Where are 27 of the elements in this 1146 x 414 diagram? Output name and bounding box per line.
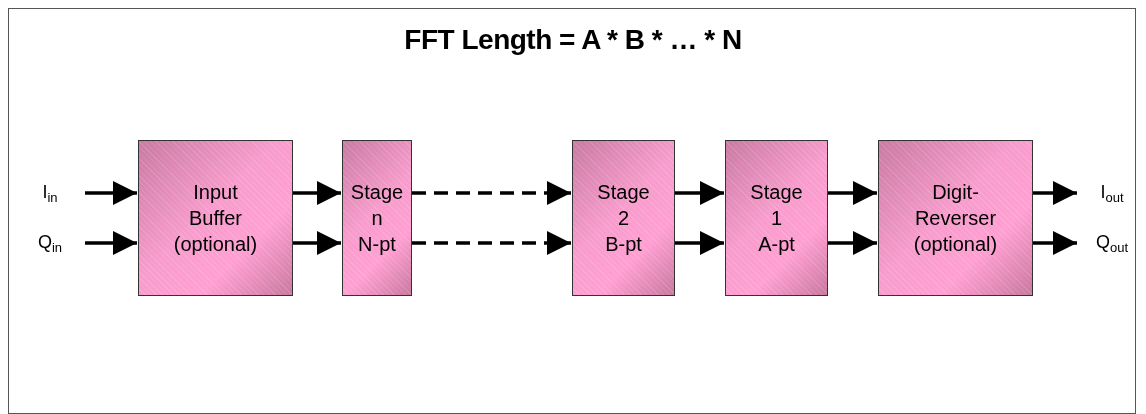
signal-label: I$_{in}$ bbox=[42, 181, 58, 205]
arrow bbox=[85, 180, 137, 206]
arrow bbox=[85, 230, 137, 256]
arrow bbox=[828, 230, 877, 256]
block-label: Stage n N-pt bbox=[349, 180, 405, 257]
process-block bbox=[342, 140, 412, 296]
arrow bbox=[293, 180, 341, 206]
arrow bbox=[412, 180, 571, 206]
block-label: Digit- Reverser (optional) bbox=[912, 180, 999, 257]
arrow bbox=[293, 230, 341, 256]
arrow bbox=[1033, 180, 1077, 206]
arrow bbox=[675, 230, 724, 256]
arrow bbox=[828, 180, 877, 206]
process-block bbox=[878, 140, 1033, 296]
block-label: Stage 2 B-pt bbox=[596, 180, 651, 257]
arrow bbox=[675, 180, 724, 206]
signal-label: Q$_{in}$ bbox=[37, 231, 63, 255]
signal-label: I$_{out}$ bbox=[1100, 181, 1124, 205]
title: FFT Length = A * B * … * N bbox=[403, 24, 743, 56]
process-block bbox=[138, 140, 293, 296]
block-label: Input Buffer (optional) bbox=[172, 180, 259, 257]
arrow bbox=[412, 230, 571, 256]
process-block bbox=[725, 140, 828, 296]
arrow bbox=[1033, 230, 1077, 256]
process-block bbox=[572, 140, 675, 296]
signal-label: Q$_{out}$ bbox=[1095, 231, 1129, 255]
block-label: Stage 1 A-pt bbox=[749, 180, 804, 257]
